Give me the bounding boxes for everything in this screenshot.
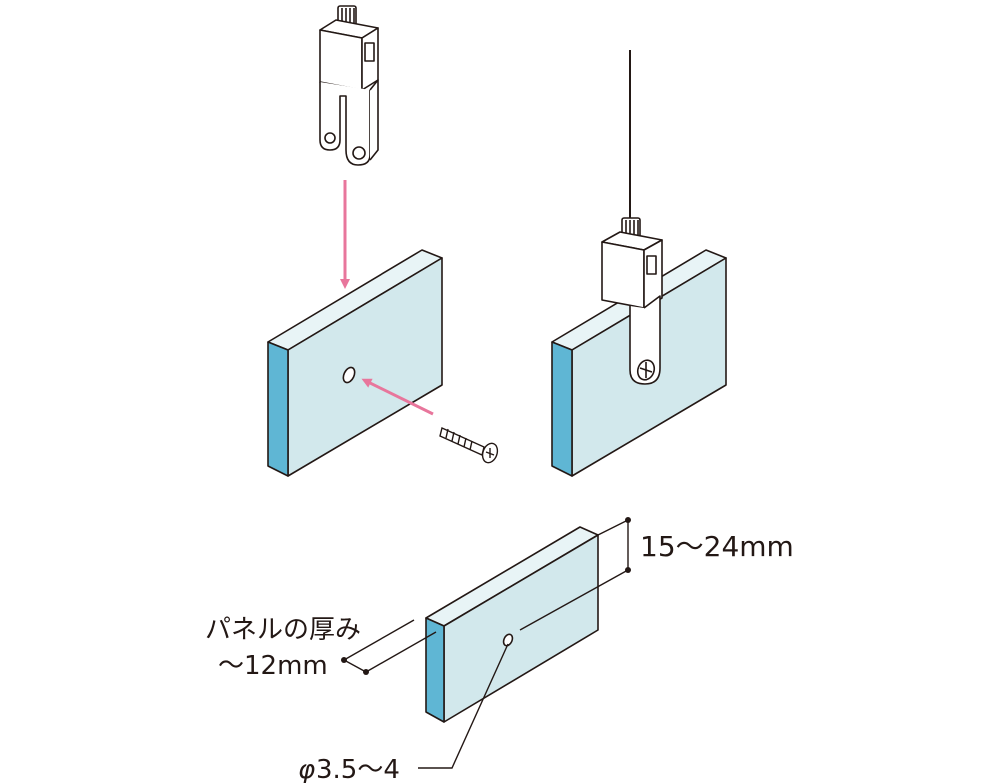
hanger-clamp-detached [319, 5, 379, 166]
glass-panel-left [267, 249, 443, 477]
screw-hole-icon [342, 366, 356, 384]
dim-dot [625, 567, 631, 573]
insert-screw-arrow-icon [361, 378, 434, 416]
dim-dot [625, 517, 631, 523]
hole-diameter-label: 3.5〜4 [316, 755, 400, 783]
dim-dot [341, 657, 347, 663]
dimension-lines [343, 519, 629, 769]
hanger-clamp-attached [601, 217, 663, 385]
glass-panel-dimensioned [425, 526, 599, 723]
screw-icon [439, 427, 499, 464]
panel-thickness-label-line1: パネルの厚み [205, 615, 361, 645]
screw-hole-icon [502, 633, 514, 647]
height-range-label: 15〜24mm [640, 530, 794, 563]
panel-thickness-label-line2: 〜12mm [218, 651, 328, 681]
hole-diameter-symbol: φ [298, 755, 315, 783]
dim-dot [363, 669, 369, 675]
